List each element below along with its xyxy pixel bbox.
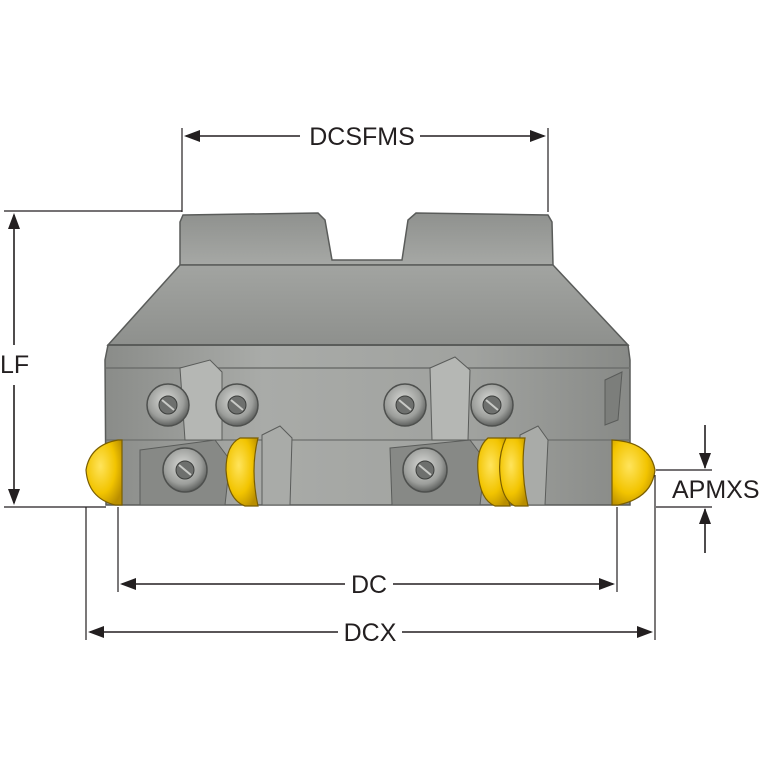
dcsfms-label: DCSFMS <box>309 123 415 151</box>
screw-2 <box>215 383 259 427</box>
top-hub <box>179 212 554 266</box>
insert-left <box>85 439 123 506</box>
dimension-dcsfms: DCSFMS <box>181 123 549 212</box>
clamp-wedge-3 <box>261 425 293 506</box>
body-taper <box>106 264 630 346</box>
clamp-wedge-2 <box>429 356 471 441</box>
insert-2 <box>225 437 259 507</box>
screw-1 <box>146 383 190 427</box>
dimension-apmxs: APMXS <box>656 425 760 553</box>
screw-5 <box>162 447 208 493</box>
dimension-dcx: DCX <box>85 475 656 647</box>
pocket-groove <box>604 371 623 426</box>
screw-4 <box>470 383 514 427</box>
insert-right <box>611 439 656 506</box>
screw-3 <box>383 383 427 427</box>
lf-label: LF <box>0 351 29 379</box>
screw-6 <box>402 447 448 493</box>
dc-label: DC <box>351 571 387 599</box>
cutter-body <box>85 212 656 507</box>
apmxs-label: APMXS <box>672 476 760 504</box>
insert-4 <box>499 437 529 507</box>
dcx-label: DCX <box>344 619 397 647</box>
dimension-dc: DC <box>117 507 618 599</box>
dimension-lf: LF <box>0 210 182 508</box>
